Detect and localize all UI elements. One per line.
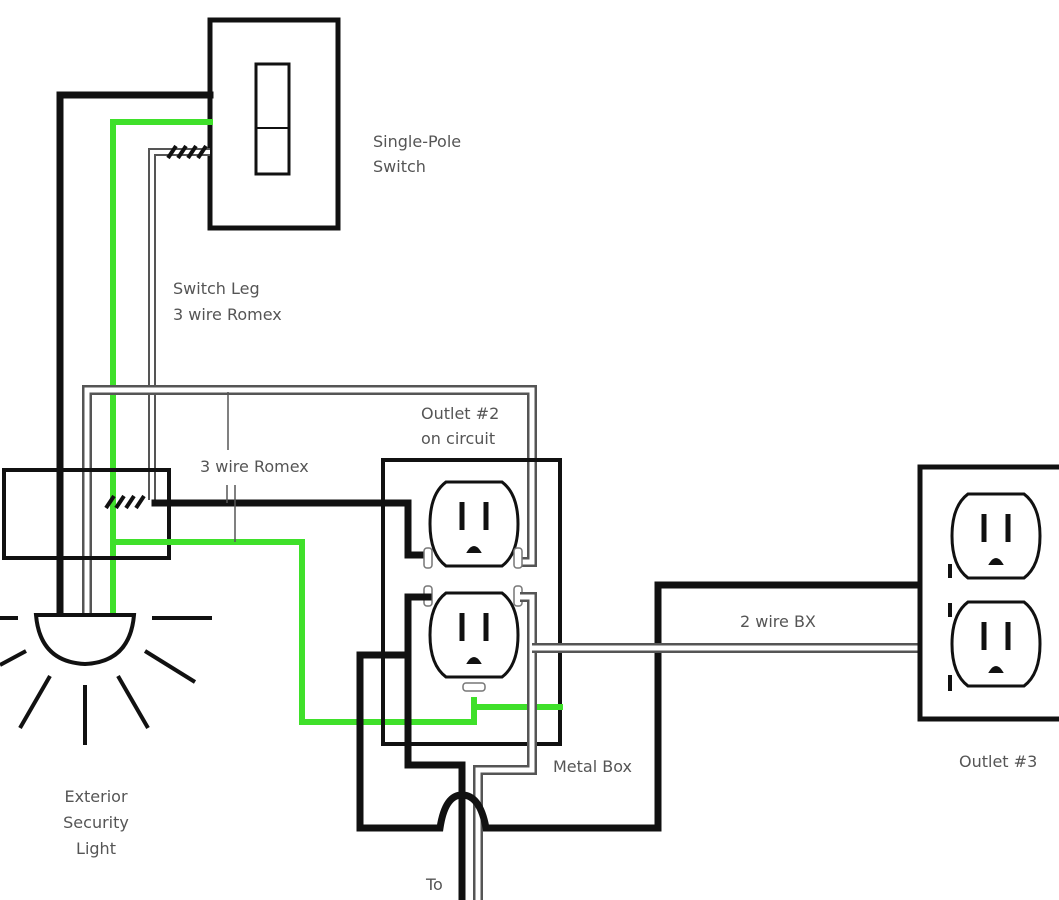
neutral-wire-switch-leg <box>148 148 210 500</box>
receptacle-bottom <box>952 602 1040 686</box>
neutral-loop-to-outlet-2 <box>82 385 537 615</box>
label-outlet3: Outlet #3 <box>959 752 1037 771</box>
junction-box <box>2 468 171 560</box>
receptacle-top <box>430 482 518 566</box>
ground-wire-switch-leg <box>110 119 213 618</box>
label-light-line1: Exterior <box>64 787 128 806</box>
outlet-3 <box>917 464 1059 722</box>
receptacle-top <box>952 494 1040 578</box>
label-outlet2-line1: Outlet #2 <box>421 404 499 423</box>
outlet-2 <box>381 458 563 900</box>
label-bx: 2 wire BX <box>740 612 816 631</box>
switch-toggle <box>254 62 291 176</box>
hot-wire-switch-leg <box>56 91 214 619</box>
label-to: To <box>425 875 443 894</box>
label-switch-leg-line1: Switch Leg <box>173 279 260 298</box>
label-light-line2: Security <box>63 813 129 832</box>
bx-cable-to-outlet-3 <box>356 581 926 832</box>
single-pole-switch <box>207 17 341 231</box>
ground-wire-to-outlet-2 <box>110 539 477 725</box>
label-romex: 3 wire Romex <box>200 457 309 476</box>
label-switch-leg-line2: 3 wire Romex <box>173 305 282 324</box>
wire-nut-icon <box>166 144 208 160</box>
label-light-line3: Light <box>76 839 116 858</box>
hot-wire-to-outlet-2 <box>151 499 432 559</box>
label-metal-box: Metal Box <box>553 757 632 776</box>
light-bulb-icon <box>33 613 137 667</box>
hot-wire-feed <box>404 593 466 900</box>
romex-cable-to-outlet-2 <box>110 485 477 725</box>
wire-nut-icon <box>104 494 146 510</box>
switch-leg-cable <box>56 91 214 619</box>
metal-box <box>381 458 562 746</box>
label-switch-line1: Single-Pole <box>373 132 461 151</box>
label-switch-line2: Switch <box>373 157 426 176</box>
exterior-security-light <box>0 613 212 745</box>
receptacle-bottom <box>430 593 518 677</box>
hot-wire-to-outlet-3 <box>356 581 926 832</box>
label-outlet2-line2: on circuit <box>421 429 495 448</box>
